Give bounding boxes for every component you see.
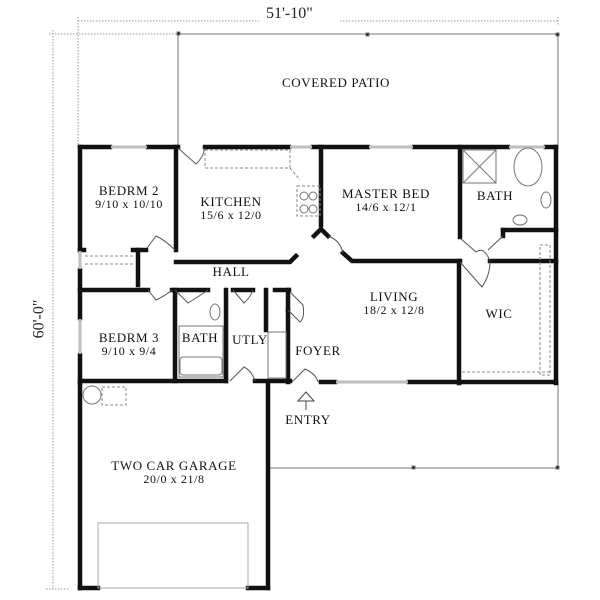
- room-name: MASTER BED: [342, 186, 430, 201]
- room-name: TWO CAR GARAGE: [111, 458, 237, 473]
- room-name: COVERED PATIO: [281, 75, 391, 90]
- room-label-garage: TWO CAR GARAGE 20/0 x 21/8: [111, 459, 236, 485]
- room-label-bedroom-2: BEDRM 2 9/10 x 10/10: [95, 184, 163, 210]
- room-label-living: LIVING 18/2 x 12/8: [363, 290, 424, 316]
- room-dimensions: 9/10 x 9/4: [101, 343, 157, 358]
- doors: [146, 147, 504, 383]
- room-label-bedroom-3: BEDRM 3 9/10 x 9/4: [99, 331, 159, 357]
- windows: [78, 145, 545, 384]
- room-name: BATH: [181, 330, 219, 345]
- fixtures-solid: [82, 147, 552, 589]
- walls: [77, 144, 559, 591]
- room-dimensions: 14/6 x 12/1: [355, 199, 417, 214]
- room-name: LIVING: [369, 289, 419, 304]
- entry-label: ENTRY: [285, 413, 331, 427]
- room-label-covered-patio: COVERED PATIO: [282, 76, 390, 90]
- room-label-hall: HALL: [212, 265, 249, 279]
- room-name: FOYER: [295, 343, 341, 358]
- room-name: WIC: [485, 306, 513, 321]
- entry-arrow-icon: [296, 391, 316, 410]
- room-name: BEDRM 3: [98, 330, 160, 345]
- room-label-hall-bath: BATH: [182, 331, 218, 345]
- room-dimensions: 20/0 x 21/8: [143, 471, 205, 486]
- room-label-kitchen: KITCHEN 15/6 x 12/0: [200, 195, 261, 221]
- dimension-lines: [46, 17, 559, 590]
- room-label-master-bath: BATH: [477, 189, 513, 203]
- room-dimensions: 9/10 x 10/10: [95, 196, 163, 211]
- room-name: BEDRM 2: [98, 183, 160, 198]
- entry-porch-outline: [269, 383, 560, 470]
- room-label-foyer: FOYER: [295, 344, 341, 358]
- fixtures: [85, 149, 552, 406]
- room-dimensions: 15/6 x 12/0: [200, 207, 262, 222]
- overall-depth-dimension: 60'-0": [30, 299, 48, 339]
- room-dimensions: 18/2 x 12/8: [363, 302, 425, 317]
- room-name: HALL: [212, 264, 250, 279]
- room-label-master-bed: MASTER BED 14/6 x 12/1: [342, 187, 430, 213]
- room-name: UTLY: [232, 332, 268, 347]
- covered-patio-outline: [176, 31, 560, 145]
- overall-width-dimension: 51'-10": [266, 5, 313, 22]
- entry-text: ENTRY: [285, 412, 331, 427]
- room-label-wic: WIC: [485, 307, 512, 321]
- room-label-utility: UTLY: [232, 333, 268, 347]
- room-name: BATH: [476, 188, 514, 203]
- room-name: KITCHEN: [200, 194, 262, 209]
